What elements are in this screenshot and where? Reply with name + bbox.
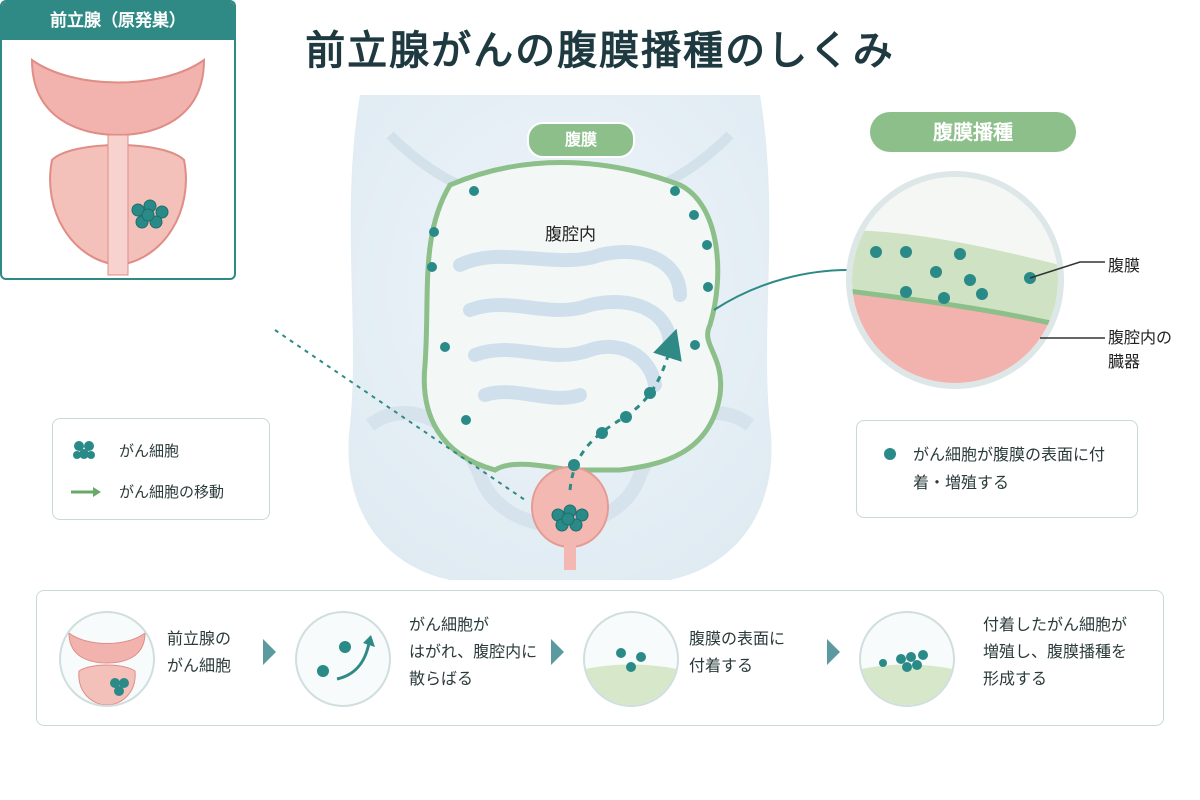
prostate-panel-header: 前立腺（原発巣）: [2, 2, 234, 40]
seeding-note-text: がん細胞が腹膜の表面に付着・増殖する: [913, 445, 1106, 492]
step-4-text: 付着したがん細胞が 増殖し、腹膜播種を 形成する: [983, 615, 1128, 688]
legend-panel: がん細胞 がん細胞の移動: [52, 418, 270, 520]
zoom-illustration: [713, 171, 1105, 389]
step-2-text: がん細胞が はがれ、腹腔内に 散らばる: [409, 615, 538, 688]
cavity-label: 腹腔内: [545, 225, 596, 245]
cell-cluster-icon: [73, 441, 95, 459]
seeding-header: 腹膜播種: [870, 112, 1076, 152]
intestines-icon: [453, 244, 687, 405]
prostate-panel: 前立腺（原発巣）: [0, 0, 236, 280]
step-3-text: 腹膜の表面に 付着する: [689, 629, 786, 675]
arrow-right-icon: [71, 486, 101, 497]
prostate-illustration: [30, 58, 206, 276]
connector-dotted: [274, 329, 526, 501]
cell-cluster-icon: [551, 504, 589, 532]
migration-arrow: [568, 328, 682, 491]
step-arrow-icon: [263, 639, 276, 665]
label-peritoneum: 腹膜: [1108, 256, 1141, 275]
seeding-note: がん細胞が腹膜の表面に付着・増殖する: [856, 420, 1138, 518]
step-4-circle: [859, 611, 955, 707]
peritoneum-tag: 腹膜: [527, 122, 635, 158]
step-1-circle: [59, 611, 155, 707]
step-1-text: 前立腺の がん細胞: [167, 629, 232, 675]
tumor-cluster-icon: [131, 199, 169, 229]
step-2-circle: [295, 611, 391, 707]
legend-movement-label: がん細胞の移動: [119, 483, 225, 501]
step-arrow-icon: [827, 639, 840, 665]
page-title: 前立腺がんの腹膜播種のしくみ: [305, 28, 895, 74]
step-3-circle: [583, 611, 679, 707]
abdomen-illustration: [348, 95, 772, 580]
seeded-cells: [870, 246, 1036, 304]
cancer-cell-dots: [427, 186, 713, 425]
cell-dot-icon: [884, 448, 896, 460]
steps-panel: 前立腺の がん細胞 がん細胞が はがれ、腹腔内に 散らばる 腹膜の表面に 付着す…: [36, 590, 1164, 726]
legend-cell-label: がん細胞: [119, 441, 180, 460]
step-arrow-icon: [551, 639, 564, 665]
label-organs: 腹腔内の 臓器: [1108, 328, 1173, 371]
